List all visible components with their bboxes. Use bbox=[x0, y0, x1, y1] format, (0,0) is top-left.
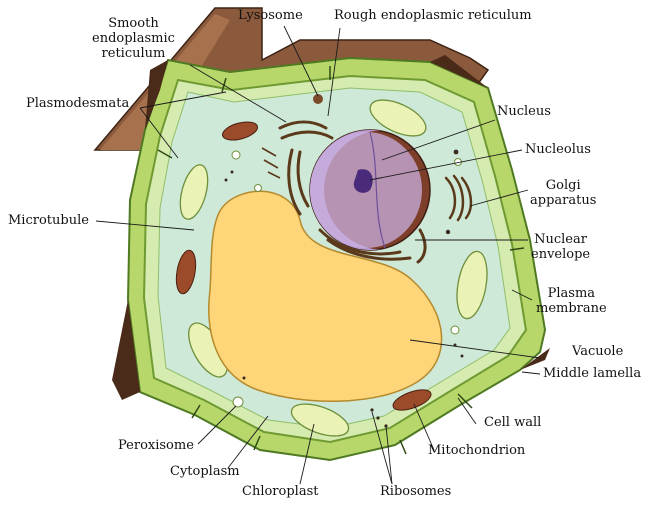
label-lysosome: Lysosome bbox=[238, 8, 303, 23]
label-peroxisome: Peroxisome bbox=[118, 438, 194, 453]
label-plasmodesmata: Plasmodesmata bbox=[26, 96, 129, 111]
label-vacuole: Vacuole bbox=[572, 344, 623, 359]
label-nucleolus: Nucleolus bbox=[525, 142, 591, 157]
label-middle-lamella: Middle lamella bbox=[543, 366, 641, 381]
label-nucleus: Nucleus bbox=[497, 104, 551, 119]
label-plasma-membrane: Plasma membrane bbox=[536, 286, 607, 316]
label-rough-er: Rough endoplasmic reticulum bbox=[334, 8, 532, 23]
label-smooth-er: Smooth endoplasmic reticulum bbox=[92, 16, 175, 61]
label-microtubule: Microtubule bbox=[8, 213, 89, 228]
label-cytoplasm: Cytoplasm bbox=[170, 464, 240, 479]
label-mitochondrion: Mitochondrion bbox=[428, 443, 525, 458]
label-ribosomes: Ribosomes bbox=[380, 484, 451, 499]
peroxisome bbox=[233, 397, 243, 407]
label-golgi: Golgi apparatus bbox=[530, 178, 596, 208]
nucleus bbox=[310, 130, 430, 250]
label-cell-wall: Cell wall bbox=[484, 415, 541, 430]
label-nuclear-envelope: Nuclear envelope bbox=[531, 232, 590, 262]
label-chloroplast: Chloroplast bbox=[242, 484, 318, 499]
